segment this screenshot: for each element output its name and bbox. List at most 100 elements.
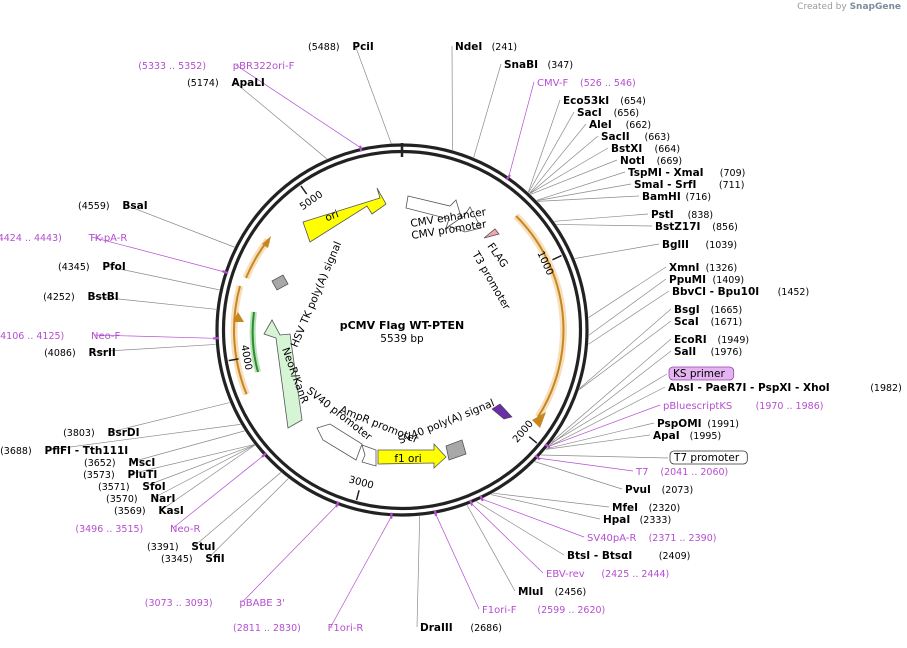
enzyme-site[interactable]: SnaBI(347) — [504, 59, 573, 71]
enzyme-name: PvuI — [625, 484, 651, 496]
primer-site[interactable]: pBABE 3'(3073 .. 3093) — [145, 598, 285, 609]
enzyme-site[interactable]: BtsI - BtsαI(2409) — [567, 550, 690, 562]
enzyme-position: (2456) — [555, 587, 587, 598]
enzyme-name: ScaI — [674, 316, 699, 328]
leader-line — [545, 434, 651, 450]
enzyme-site[interactable]: BsaI(4559) — [78, 200, 148, 212]
enzyme-position: (3688) — [0, 446, 32, 457]
primer-name: Neo-R — [170, 524, 201, 535]
enzyme-site[interactable]: PfoI(4345) — [58, 261, 126, 273]
primer-name: CMV-F — [537, 78, 568, 89]
enzyme-site[interactable]: DraIII(2686) — [420, 622, 502, 634]
enzyme-site[interactable]: MfeI(2320) — [612, 502, 680, 514]
enzyme-site[interactable]: SmaI - SrfI(711) — [634, 179, 744, 191]
enzyme-site[interactable]: ApaLI(5174) — [187, 77, 265, 89]
leader-line — [91, 344, 216, 353]
tick-mark — [355, 490, 360, 501]
enzyme-site[interactable]: KasI(3569) — [114, 505, 184, 517]
enzyme-position: (856) — [712, 222, 738, 233]
enzyme-site[interactable]: XmnI(1326) — [669, 262, 737, 274]
enzyme-site[interactable]: BamHI(716) — [642, 191, 711, 203]
enzyme-site[interactable]: PspOMI(1991) — [657, 418, 739, 430]
leader-line — [476, 501, 565, 556]
leader-line — [556, 224, 653, 227]
leader-line — [534, 461, 623, 490]
leader-line — [130, 444, 255, 475]
enzyme-site[interactable]: StuI(3391) — [147, 541, 215, 553]
enzyme-site[interactable]: TspMI - XmaI(709) — [628, 167, 745, 179]
cmv-promoter-arrow — [448, 206, 482, 233]
enzyme-site[interactable]: MscI(3652) — [84, 457, 155, 469]
leader-lines — [47, 45, 672, 628]
tick-label: 5000 — [298, 189, 325, 213]
primer-site[interactable]: F1ori-R(2811 .. 2830) — [233, 623, 363, 634]
leader-line — [490, 494, 601, 520]
primer-site[interactable]: pBluescriptKS(1970 .. 1986) — [663, 401, 823, 412]
enzyme-site[interactable]: AbsI - PaeR7I - PspXI - XhoI(1982) — [668, 382, 902, 394]
enzyme-site[interactable]: AleI(662) — [589, 119, 651, 131]
primer-name: F1ori-R — [328, 623, 364, 634]
enzyme-site[interactable]: PvuI(2073) — [625, 484, 693, 496]
enzyme-position: (664) — [655, 144, 681, 155]
enzyme-site[interactable]: Eco53kI(654) — [563, 95, 646, 107]
enzyme-position: (4559) — [78, 201, 110, 212]
plasmid-length: 5539 bp — [380, 333, 424, 345]
primer-site[interactable]: TK-pA-R(4424 .. 4443) — [0, 233, 127, 244]
enzyme-site[interactable]: PluTI(3573) — [83, 469, 157, 481]
enzyme-site[interactable]: PpuMI(1409) — [669, 274, 744, 286]
leader-line — [529, 135, 599, 194]
primer-mark — [534, 454, 541, 461]
enzyme-site[interactable]: BsrDI(3803) — [63, 427, 139, 439]
enzyme-name: BstZ17I — [655, 221, 700, 233]
leader-line — [145, 444, 255, 487]
t7-promoter-box[interactable]: T7 promoter — [669, 450, 748, 465]
enzyme-position: (1409) — [713, 275, 745, 286]
enzyme-site[interactable]: RsrII(4086) — [44, 347, 116, 359]
enzyme-site[interactable]: BstXI(664) — [611, 143, 680, 155]
enzyme-site[interactable]: HpaI(2333) — [603, 514, 671, 526]
leader-line — [153, 444, 255, 499]
primer-site[interactable]: SV40pA-R(2371 .. 2390) — [587, 533, 716, 544]
enzyme-site[interactable]: PciI(5488) — [308, 41, 374, 53]
enzyme-position: (1326) — [706, 263, 738, 274]
leader-line — [548, 404, 661, 447]
primer-site[interactable]: Neo-R(3496 .. 3515) — [75, 524, 200, 535]
leader-line — [588, 266, 667, 318]
ks-primer-box[interactable]: KS primer — [668, 366, 735, 381]
enzyme-name: TspMI - XmaI — [628, 167, 704, 179]
enzyme-position: (2409) — [659, 551, 691, 562]
enzyme-site[interactable]: NarI(3570) — [106, 493, 175, 505]
primer-site[interactable]: F1ori-F(2599 .. 2620) — [482, 605, 605, 616]
enzyme-site[interactable]: NdeI(241) — [455, 41, 517, 53]
primer-site[interactable]: EBV-rev(2425 .. 2444) — [546, 569, 669, 580]
primer-mark — [261, 452, 268, 458]
enzyme-site[interactable]: SacII(663) — [601, 131, 670, 143]
enzyme-site[interactable]: BbvCI - Bpu10I(1452) — [672, 286, 809, 298]
enzyme-site[interactable]: NotI(669) — [620, 155, 682, 167]
primer-site[interactable]: Neo-F(4106 .. 4125) — [0, 331, 121, 342]
primer-site[interactable]: CMV-F(526 .. 546) — [537, 78, 636, 89]
enzyme-site[interactable]: PflFI - Tth111I(3688) — [0, 445, 128, 457]
primer-site[interactable]: T7(2041 .. 2060) — [635, 467, 728, 478]
enzyme-site[interactable]: BglII(1039) — [662, 239, 737, 251]
hsv-tk-box — [271, 274, 289, 291]
enzyme-site[interactable]: BsgI(1665) — [674, 304, 742, 316]
enzyme-site[interactable]: MluI(2456) — [518, 586, 586, 598]
enzyme-site[interactable]: SfiI(3345) — [161, 553, 225, 565]
enzyme-name: BstBI — [88, 291, 119, 303]
enzyme-site[interactable]: PstI(838) — [651, 209, 713, 221]
enzyme-position: (711) — [719, 180, 745, 191]
enzyme-site[interactable]: ScaI(1671) — [674, 316, 742, 328]
enzyme-position: (3573) — [83, 470, 115, 481]
enzyme-site[interactable]: BstBI(4252) — [43, 291, 119, 303]
enzyme-site[interactable]: BstZ17I (856) — [655, 221, 738, 233]
enzyme-site[interactable]: EcoRI(1949) — [674, 334, 749, 346]
primer-site[interactable]: pBR322ori-F(5333 .. 5352) — [138, 61, 294, 72]
enzyme-site[interactable]: SalI(1976) — [674, 346, 742, 358]
enzyme-name: BamHI — [642, 191, 681, 203]
enzyme-site[interactable]: ApaI(1995) — [653, 430, 721, 442]
enzyme-name: PciI — [352, 41, 373, 53]
enzyme-site[interactable]: SacI(656) — [577, 107, 639, 119]
enzyme-site[interactable]: SfoI(3571) — [98, 481, 166, 493]
